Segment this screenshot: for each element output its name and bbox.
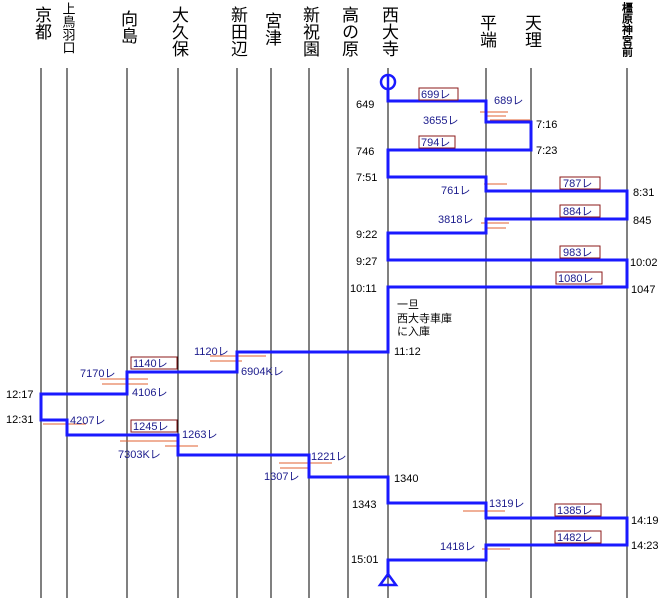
time-label: 11:12	[394, 346, 421, 358]
station-name-saidaiji: 西大寺	[378, 6, 399, 57]
time-label: 649	[356, 99, 374, 111]
depot-note-line1: 一旦	[397, 298, 419, 311]
label-box	[418, 87, 459, 101]
train-label: 884レ	[563, 206, 592, 218]
time-label: 14:19	[631, 515, 659, 527]
time-label: 7:23	[536, 145, 557, 157]
label-box	[418, 135, 456, 149]
time-label: 1047	[631, 284, 655, 296]
station-name-shintanabe: 新田辺	[227, 6, 248, 57]
train-label: 761レ	[441, 185, 470, 197]
time-label: 9:22	[356, 229, 377, 241]
station-name-shinhosono: 新祝園	[299, 6, 320, 57]
train-label-boxes	[130, 87, 603, 544]
train-labels: 699レ 689レ 3655レ 794レ 761レ 787レ 884レ 3818…	[70, 89, 593, 553]
train-label: 1482レ	[557, 532, 592, 544]
time-label: 1343	[352, 499, 376, 511]
depot-note-line3: に入庫	[397, 324, 430, 338]
time-label: 10:02	[630, 257, 658, 269]
time-label: 7:51	[356, 172, 377, 184]
station-name-miyazu: 宮津	[261, 12, 282, 46]
train-label: 1418レ	[440, 541, 475, 553]
time-label: 15:01	[351, 554, 379, 566]
station-name-takanohara: 高の原	[338, 6, 359, 57]
train-label: 1245レ	[133, 421, 168, 433]
depot-note-line2: 西大寺車庫	[397, 311, 452, 325]
end-marker-icon	[377, 571, 399, 587]
label-box	[554, 503, 602, 517]
label-box	[559, 176, 601, 190]
time-label: 1340	[394, 473, 418, 485]
train-label: 1319レ	[489, 498, 524, 510]
train-label: 7170レ	[80, 368, 115, 380]
train-label: 1120レ	[194, 346, 229, 358]
time-labels: 649 7:16 7:23 746 7:51 8:31 845 9:22 9:2…	[6, 99, 659, 566]
train-label: 689レ	[494, 95, 523, 107]
station-name-mukaijima: 向島	[117, 10, 137, 45]
train-label: 983レ	[563, 247, 592, 259]
train-label: 1140レ	[133, 358, 168, 370]
label-box	[130, 419, 178, 433]
station-name-tenri: 天理	[521, 14, 542, 48]
station-name-okubo: 大久保	[168, 6, 189, 57]
train-label: 1307レ	[264, 471, 299, 483]
station-headers: 京都 上鳥羽口 向島 大久保 新田辺 宮津 新祝園 高の原 西大寺 平端 天理 …	[31, 1, 634, 58]
time-label: 9:27	[356, 256, 377, 268]
station-name-kamitoba: 上鳥羽口	[60, 2, 76, 54]
train-label: 4106レ	[132, 387, 167, 399]
train-label: 7303Kレ	[118, 449, 161, 461]
station-name-kyoto: 京都	[31, 6, 52, 40]
time-label: 8:31	[633, 187, 654, 199]
depot-note: 一旦 西大寺車庫 に入庫	[397, 298, 452, 338]
train-label: 4207レ	[70, 415, 105, 427]
train-label: 699レ	[421, 89, 450, 101]
time-label: 12:31	[6, 414, 34, 426]
train-label: 794レ	[421, 137, 450, 149]
station-name-kashiharajingu: 橿原神宮前	[621, 1, 634, 58]
label-box	[130, 356, 178, 370]
time-label: 746	[356, 146, 374, 158]
train-label: 3818レ	[438, 214, 473, 226]
time-label: 14:23	[631, 540, 659, 552]
train-label: 787レ	[563, 178, 592, 190]
time-label: 10:11	[350, 283, 377, 295]
time-label: 845	[633, 215, 651, 227]
label-box	[554, 530, 602, 544]
route-path	[39, 89, 629, 575]
label-box	[559, 204, 601, 218]
station-name-hirahata: 平端	[476, 14, 497, 48]
train-label: 1263レ	[182, 429, 217, 441]
train-label: 1080レ	[558, 273, 593, 285]
train-label: 3655レ	[423, 115, 458, 127]
label-box	[555, 271, 603, 285]
train-label: 6904Kレ	[241, 366, 284, 378]
route-markers	[377, 73, 399, 587]
train-label: 1385レ	[557, 505, 592, 517]
time-label: 12:17	[6, 389, 34, 401]
label-box	[559, 245, 601, 259]
departure-ticks	[43, 111, 530, 550]
train-label: 1221レ	[311, 451, 346, 463]
time-label: 7:16	[536, 119, 557, 131]
route-line	[39, 89, 629, 575]
